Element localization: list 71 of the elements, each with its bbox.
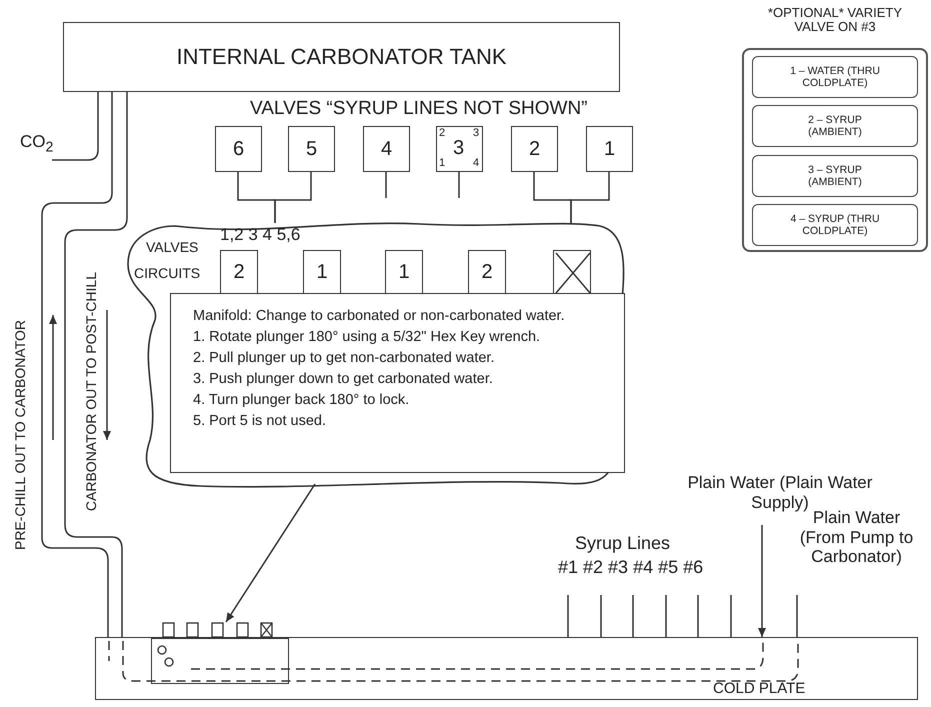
option-label: 4 – SYRUP (THRU COLDPLATE) xyxy=(789,212,881,238)
part-label: COLD PLATE xyxy=(713,681,806,698)
port-number: 3 xyxy=(453,137,464,159)
instruction-step: 1. Rotate plunger 180° using a 5/32" Hex Key wrench. xyxy=(193,327,624,348)
box-label: 1 xyxy=(316,260,328,284)
valve-box xyxy=(288,126,335,172)
instruction-step: 3. Push plunger down to get carbonated water. xyxy=(193,369,624,390)
valve-box xyxy=(586,126,633,172)
line-numbers: #1 #2 #3 #4 #5 #6 xyxy=(558,557,704,578)
valve-box xyxy=(436,126,483,172)
box-label: INTERNAL CARBONATOR TANK xyxy=(176,44,507,70)
cold-plate xyxy=(95,637,918,700)
pipe-line xyxy=(567,595,569,637)
edge-label: CARBONATOR OUT TO POST-CHILL xyxy=(83,272,100,512)
connector-line xyxy=(41,92,113,637)
pipe-line xyxy=(458,172,460,198)
tank-box xyxy=(63,22,620,92)
box-label: 2 xyxy=(528,138,540,160)
valve-box xyxy=(511,126,558,172)
instruction-step: 4. Turn plunger back 180° to lock. xyxy=(193,390,624,411)
connector-line xyxy=(225,484,316,622)
variety-option-box xyxy=(752,105,918,147)
pipe-line xyxy=(730,595,732,637)
edge-label: CO$_{2}$ xyxy=(20,132,54,156)
pipe-line xyxy=(697,595,699,637)
instruction-box xyxy=(170,293,625,473)
box-label: 5 xyxy=(306,138,318,160)
valve-box xyxy=(215,126,262,172)
group-label: Syrup Lines xyxy=(575,533,670,554)
text-label: 1,2 3 4 5,6 xyxy=(220,226,300,245)
port-number: 4 xyxy=(473,157,480,170)
box-label: 6 xyxy=(232,138,244,160)
circuit-box xyxy=(468,250,506,294)
box-label: 2 xyxy=(233,260,245,284)
box-label: 1 xyxy=(398,260,410,284)
box-label: 1 xyxy=(604,138,616,160)
circuit-box xyxy=(220,250,258,294)
variety-option-box xyxy=(752,56,918,98)
variety-option-box xyxy=(752,204,918,246)
pipe-line xyxy=(52,92,99,161)
option-label: 1 – WATER (THRU COLDPLATE) xyxy=(789,64,881,90)
variety-option-box xyxy=(752,155,918,197)
section-heading: VALVES “SYRUP LINES NOT SHOWN” xyxy=(250,98,588,120)
edge-label: PRE-CHILL OUT TO CARBONATOR xyxy=(12,320,28,550)
connector-line xyxy=(274,172,312,223)
connector-line xyxy=(64,92,128,637)
box-label: 4 xyxy=(380,138,392,160)
port-number: 1 xyxy=(439,157,446,170)
option-label: 3 – SYRUP (AMBIENT) xyxy=(807,164,863,188)
pipe-line xyxy=(796,595,798,637)
instruction-step: 2. Pull plunger up to get non-carbonated water. xyxy=(193,348,624,369)
instruction-heading: Manifold: Change to carbonated or non-carbonated water. xyxy=(193,307,566,326)
pipe-line xyxy=(385,172,387,198)
pipe-line xyxy=(632,595,634,637)
pipe-line xyxy=(665,595,667,637)
manifold-block xyxy=(151,638,289,684)
port-number: 3 xyxy=(473,127,480,140)
connector-line xyxy=(570,172,610,223)
pipe-line xyxy=(758,525,766,637)
circuit-box xyxy=(303,250,341,294)
text-label: VALVES xyxy=(146,240,198,256)
box-label: 2 xyxy=(481,260,493,284)
circuit-box xyxy=(385,250,423,294)
valve-box xyxy=(363,126,410,172)
instruction-step: 5. Port 5 is not used. xyxy=(193,411,624,432)
variety-valve-panel xyxy=(742,6,928,252)
text-label: CIRCUITS xyxy=(134,266,200,282)
pipe-line xyxy=(600,595,602,637)
port-number: 2 xyxy=(439,127,446,140)
option-label: 2 – SYRUP (AMBIENT) xyxy=(807,114,863,138)
panel-heading: *OPTIONAL* VARIETY VALVE ON #3 xyxy=(767,6,903,35)
